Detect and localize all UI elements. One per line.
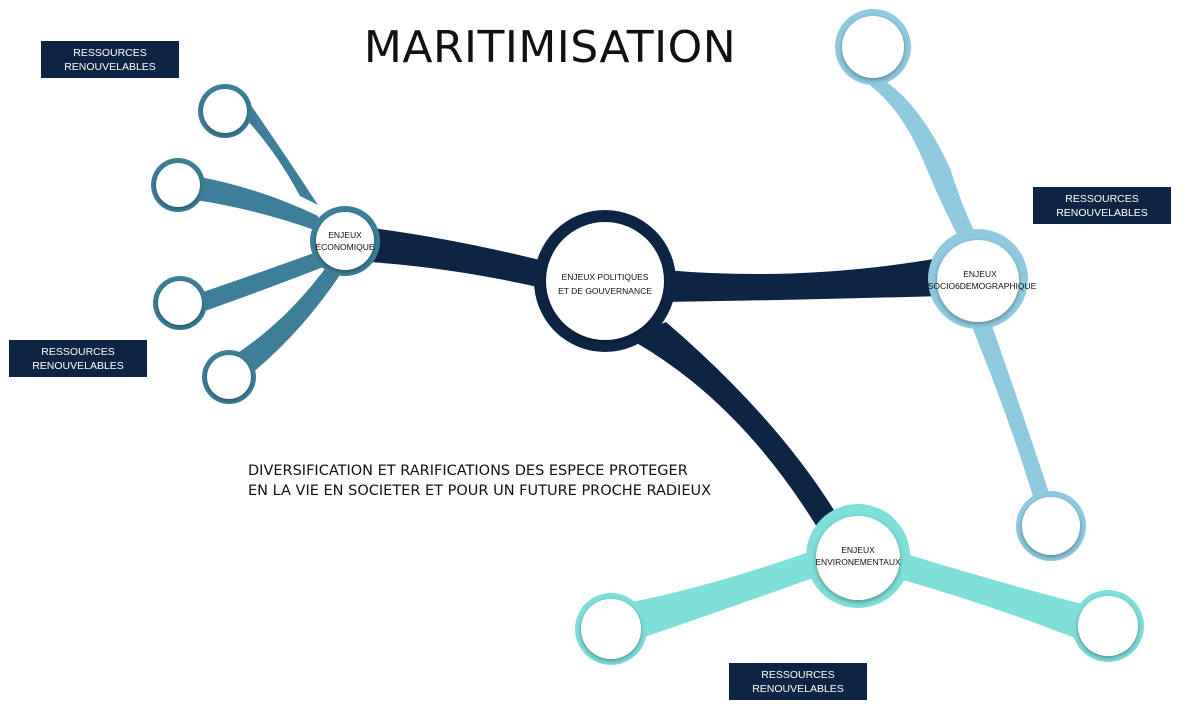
label-ressources-top-left: RESSOURCES RENOUVELABLES [41, 41, 179, 78]
node-econ [316, 212, 374, 270]
node-environ [816, 516, 900, 600]
label-line-2: RENOUVELABLES [32, 359, 124, 372]
label-line-2: RENOUVELABLES [64, 60, 156, 73]
node-center-label-1: ENJEUX POLITIQUES [562, 272, 649, 282]
connector-socio-bottom [970, 320, 1052, 506]
node-environ-label-1: ENJEUX [841, 545, 875, 555]
node-econ-label-2: ÉCONOMIQUE [315, 242, 374, 252]
socio-leaf-top-inner [842, 16, 904, 78]
connector-center-environ [628, 322, 840, 532]
node-socio-label-2: SOCIO6DEMOGRAPHIQUE [928, 281, 1037, 291]
diagram-caption: DIVERSIFICATION ET RARIFICATIONS DES ESP… [248, 461, 808, 501]
connector-econ-leaf-1 [245, 104, 318, 205]
caption-line-1: DIVERSIFICATION ET RARIFICATIONS DES ESP… [248, 463, 688, 479]
label-ressources-left: RESSOURCES RENOUVELABLES [9, 340, 147, 377]
connector-econ-leaf-2 [195, 176, 320, 232]
caption-line-2: EN LA VIE EN SOCIETER ET POUR UN FUTURE … [248, 483, 712, 499]
label-ressources-right: RESSOURCES RENOUVELABLES [1033, 187, 1171, 224]
econ-leaf-2-inner [156, 163, 200, 207]
econ-leaf-3-inner [158, 281, 202, 325]
connectors [195, 78, 1082, 640]
label-line-1: RESSOURCES [761, 668, 835, 681]
label-line-1: RESSOURCES [1065, 192, 1139, 205]
connector-econ-center [370, 228, 542, 288]
connector-environ-left [632, 548, 824, 640]
econ-leaf-4-inner [207, 355, 251, 399]
connector-environ-right [896, 552, 1082, 640]
node-socio [937, 240, 1019, 322]
node-center-label-2: ET DE GOUVERNANCE [558, 286, 652, 296]
econ-leaf-1-inner [203, 89, 247, 133]
node-socio-label-1: ENJEUX [963, 269, 997, 279]
label-line-2: RENOUVELABLES [752, 682, 844, 695]
label-line-1: RESSOURCES [41, 345, 115, 358]
node-econ-label-1: ENJEUX [328, 230, 362, 240]
socio-leaf-bottom-inner [1022, 497, 1080, 555]
environ-leaf-left-inner [581, 599, 641, 659]
nodes: ENJEUX POLITIQUES ET DE GOUVERNANCE ENJE… [151, 9, 1144, 665]
label-ressources-bottom: RESSOURCES RENOUVELABLES [729, 663, 867, 700]
label-line-2: RENOUVELABLES [1056, 206, 1148, 219]
connector-econ-leaf-4 [236, 262, 342, 378]
node-center [546, 222, 664, 340]
connector-center-socio [664, 258, 944, 302]
connector-socio-top [868, 78, 978, 244]
connector-econ-leaf-3 [200, 250, 326, 312]
label-line-1: RESSOURCES [73, 46, 147, 59]
environ-leaf-right-inner [1078, 596, 1138, 656]
page-title: MARITIMISATION [363, 22, 737, 73]
node-environ-label-2: ENVIRONEMENTAUX [815, 557, 901, 567]
